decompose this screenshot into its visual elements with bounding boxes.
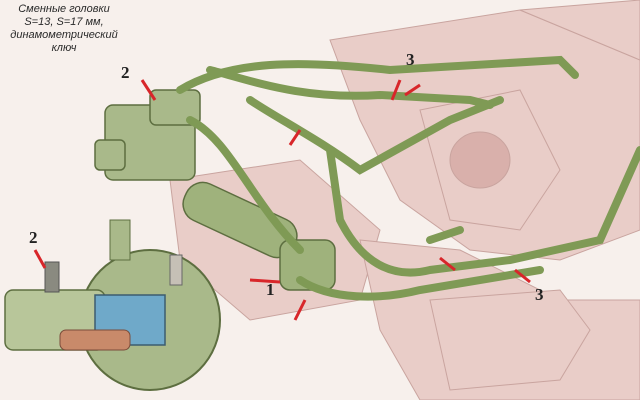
arrow-icon — [390, 79, 402, 101]
tools-caption: Сменные головки S=13, S=17 мм, динамомет… — [2, 3, 126, 55]
callout-3-right: 3 — [535, 285, 544, 304]
caption-line: Сменные головки — [18, 3, 110, 15]
arrow-icon — [514, 268, 531, 284]
arrow-icon — [249, 278, 281, 284]
callout-2-top: 2 — [121, 63, 130, 82]
caption-line: ключ — [51, 42, 77, 54]
arrow-icon — [293, 299, 307, 321]
callout-2-inset: 2 — [29, 228, 38, 247]
callout-3-top: 3 — [406, 50, 415, 69]
callout-1: 1 — [266, 280, 275, 299]
arrow-icon — [288, 129, 302, 146]
arrow-icon — [439, 256, 456, 272]
caption-line: S=13, S=17 мм, — [24, 16, 104, 28]
steering-gear — [182, 181, 336, 291]
pump-unit — [94, 89, 201, 181]
arrow-icon — [33, 249, 47, 269]
caption-line: динамометрический — [10, 29, 118, 41]
hydraulic-pipes — [176, 55, 640, 301]
inset-pump-cutaway — [4, 219, 221, 391]
arrow-icon — [140, 79, 157, 101]
arrow-icon — [404, 83, 421, 97]
callout-arrows — [33, 79, 531, 321]
